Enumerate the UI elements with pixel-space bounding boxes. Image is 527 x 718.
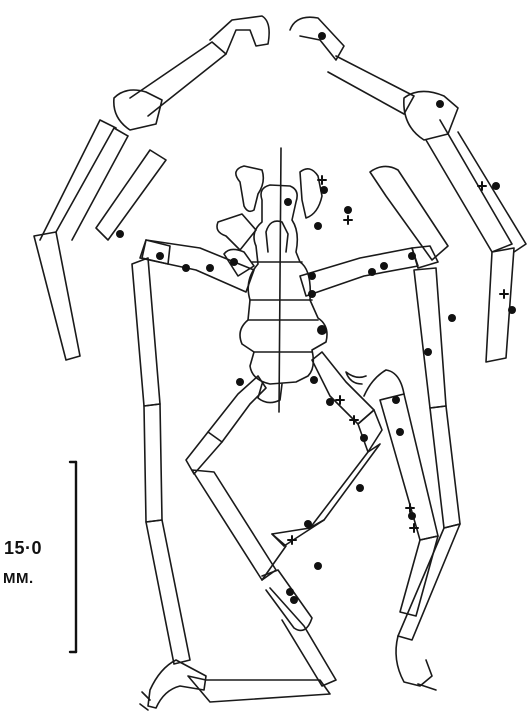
dot-marker: [230, 258, 238, 266]
cross-marker: [406, 504, 414, 512]
cross-marker: [344, 216, 352, 224]
dot-marker: [236, 378, 244, 386]
dot-marker: [380, 262, 388, 270]
dot-marker: [392, 396, 400, 404]
scale-value-label: 15·0: [4, 538, 42, 559]
dot-marker: [396, 428, 404, 436]
dot-marker: [156, 252, 164, 260]
dot-marker: [448, 314, 456, 322]
dot-marker: [314, 562, 322, 570]
dot-marker: [310, 376, 318, 384]
leg-lower-right: [262, 352, 438, 616]
leg-middle-left: [132, 240, 330, 710]
dot-marker: [344, 206, 352, 214]
leg-middle-right: [300, 246, 460, 690]
dot-marker: [286, 588, 294, 596]
dot-marker: [320, 186, 328, 194]
scale-bar: [70, 462, 76, 652]
dot-marker: [290, 596, 298, 604]
cross-markers: [288, 176, 508, 544]
dot-marker: [368, 268, 376, 276]
dot-marker: [304, 520, 312, 528]
cross-marker: [500, 290, 508, 298]
leg-lower-left: [186, 376, 336, 686]
dot-marker: [436, 100, 444, 108]
dot-marker: [360, 434, 368, 442]
dot-marker: [284, 198, 292, 206]
dot-marker: [326, 398, 334, 406]
dot-marker: [182, 264, 190, 272]
dot-marker: [408, 252, 416, 260]
dot-marker: [408, 512, 416, 520]
dot-marker: [308, 290, 316, 298]
scale-unit-label: MM.: [3, 570, 34, 587]
dot-marker: [318, 32, 326, 40]
dot-marker: [492, 182, 500, 190]
dot-marker: [116, 230, 124, 238]
dot-marker: [206, 264, 214, 272]
dot-markers: [116, 32, 516, 604]
dot-marker: [308, 272, 316, 280]
dot-marker: [508, 306, 516, 314]
dot-marker: [314, 222, 322, 230]
dot-marker: [317, 325, 327, 335]
dot-marker: [424, 348, 432, 356]
midline-axis: [279, 148, 281, 412]
dot-marker: [356, 484, 364, 492]
